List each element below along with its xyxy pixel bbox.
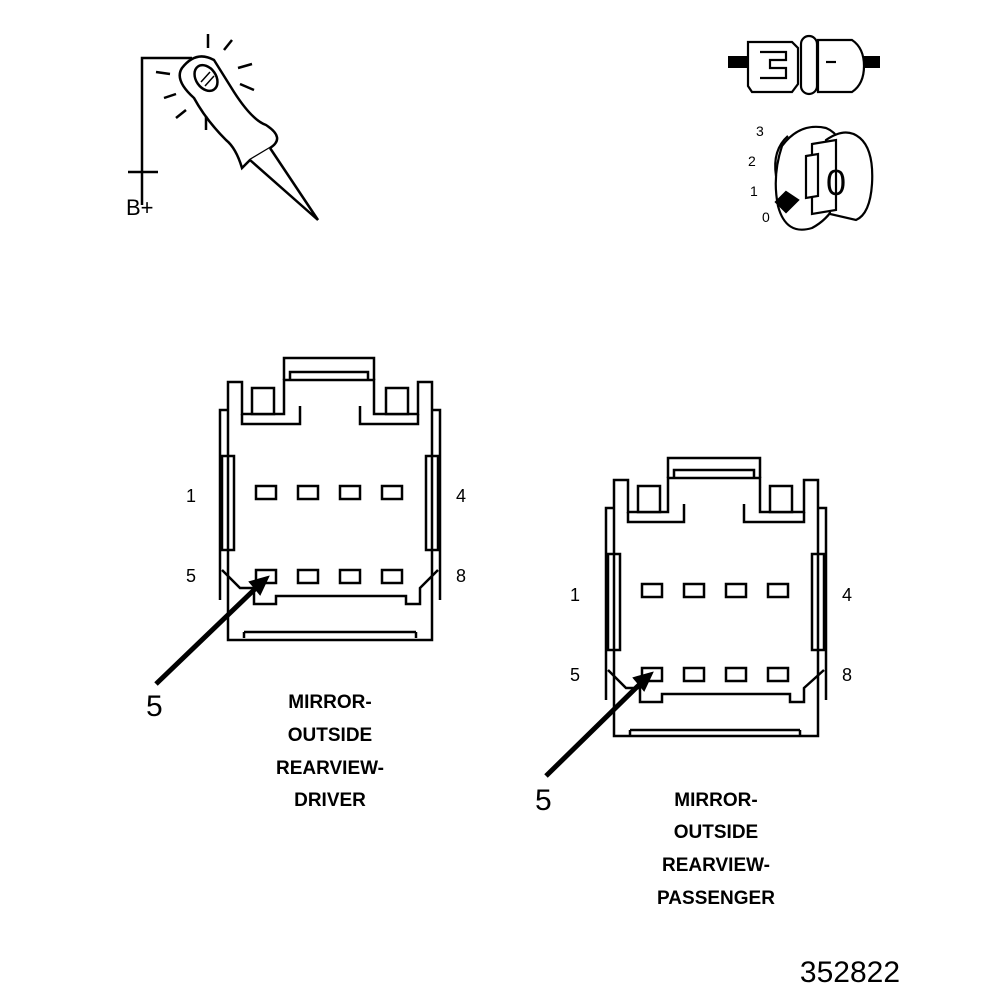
passenger-caption-line-3: REARVIEW-	[662, 855, 770, 876]
ignition-position-0: 0	[762, 209, 770, 225]
passenger-pin-8-label: 8	[842, 665, 852, 685]
driver-caption-line-4: DRIVER	[294, 790, 366, 811]
passenger-callout-label: 5	[535, 784, 552, 817]
driver-pin-8-label: 8	[456, 566, 466, 586]
driver-caption: MIRROR- OUTSIDE REARVIEW- DRIVER	[276, 692, 384, 811]
passenger-caption-line-1: MIRROR-	[674, 790, 757, 811]
disconnect-connector-icon	[728, 34, 880, 96]
driver-caption-line-2: OUTSIDE	[288, 725, 372, 746]
ignition-position-2: 2	[748, 153, 756, 169]
driver-pin-1-label: 1	[186, 486, 196, 506]
driver-pin-4-label: 4	[456, 486, 466, 506]
key-position-label: 0	[826, 162, 846, 203]
passenger-caption-line-2: OUTSIDE	[674, 822, 758, 843]
ignition-position-3: 3	[756, 123, 764, 139]
figure-number: 352822	[800, 956, 900, 989]
passenger-caption: MIRROR- OUTSIDE REARVIEW- PASSENGER	[657, 790, 775, 909]
ignition-switch-icon	[774, 125, 874, 231]
driver-caption-line-1: MIRROR-	[288, 692, 371, 713]
connector-driver	[218, 356, 442, 642]
ignition-position-1: 1	[750, 183, 758, 199]
connector-passenger	[604, 456, 828, 738]
callout-arrow-passenger	[544, 682, 642, 778]
supply-label: B+	[126, 195, 154, 220]
test-light-icon	[128, 34, 320, 221]
callout-arrow-driver	[154, 586, 258, 686]
driver-caption-line-3: REARVIEW-	[276, 758, 384, 779]
passenger-pin-4-label: 4	[842, 585, 852, 605]
driver-callout-label: 5	[146, 690, 163, 723]
passenger-pin-1-label: 1	[570, 585, 580, 605]
passenger-caption-line-4: PASSENGER	[657, 888, 775, 909]
passenger-pin-5-label: 5	[570, 665, 580, 685]
driver-pin-5-label: 5	[186, 566, 196, 586]
